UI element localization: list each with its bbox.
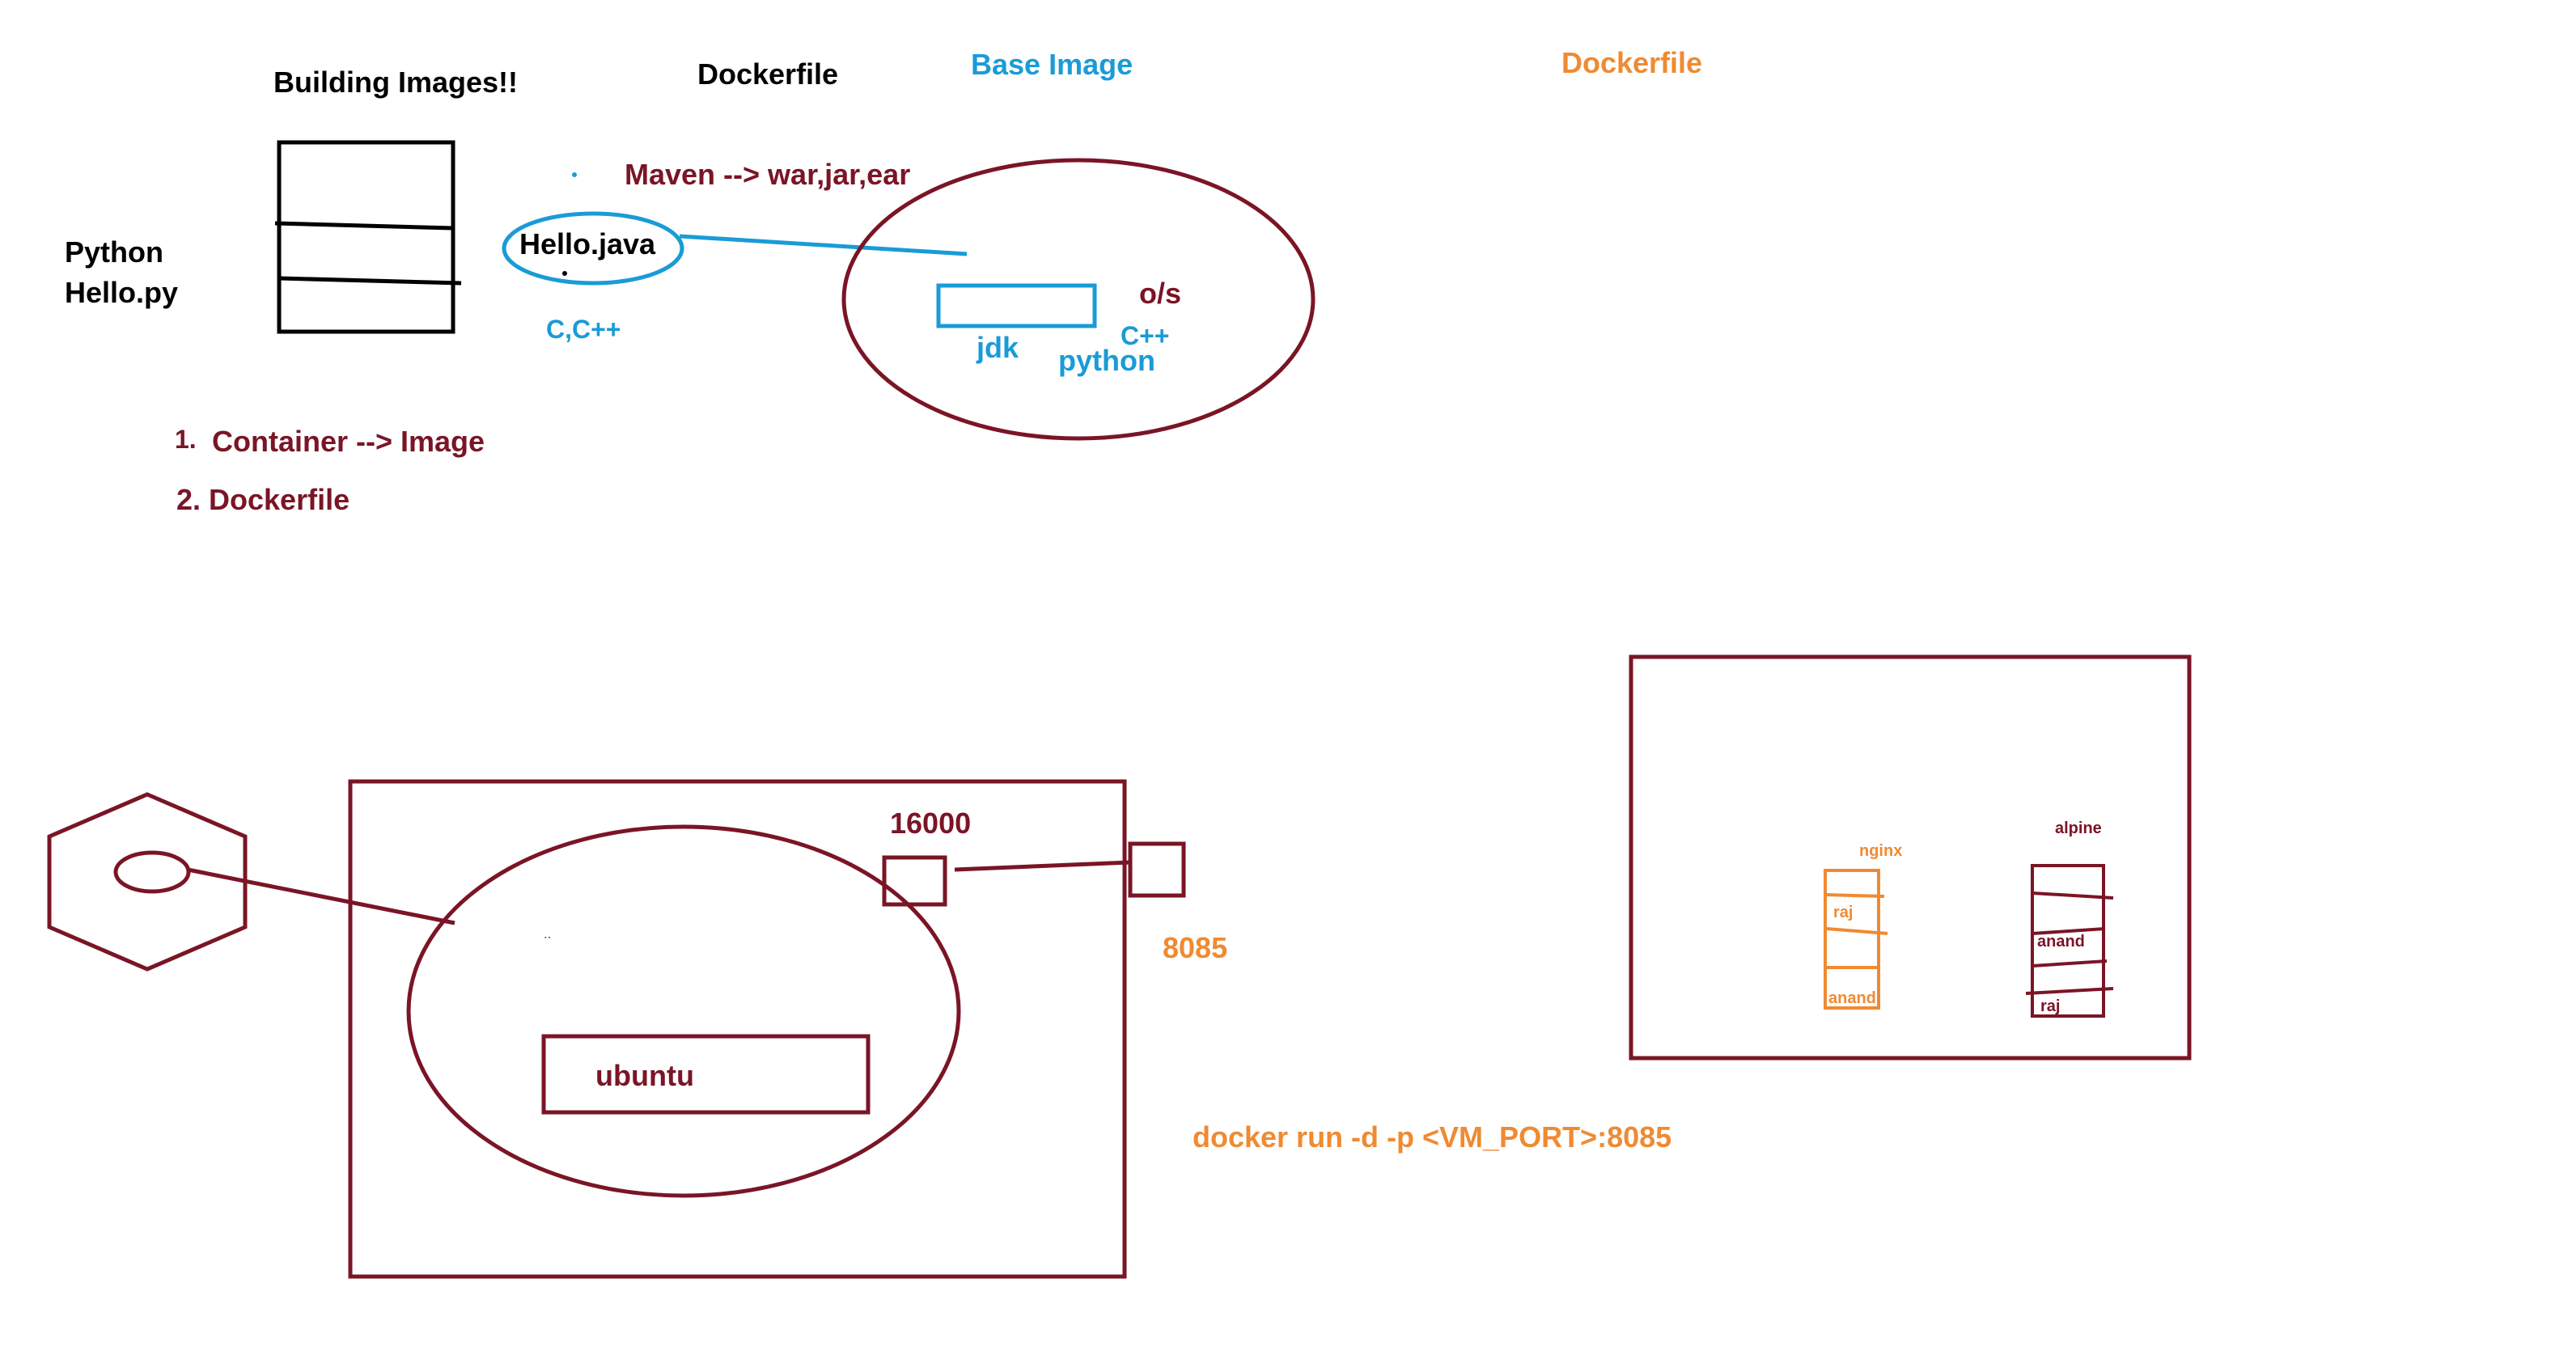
nginx-layer-stack	[1824, 869, 1888, 1010]
hello-java-ellipse	[502, 211, 684, 286]
ubuntu-box	[541, 1034, 871, 1115]
alpine-title: alpine	[2055, 819, 2102, 837]
dockerfile-heading: Dockerfile	[697, 57, 838, 91]
host-port-box	[1128, 841, 1186, 898]
c-cpp-label: C,C++	[546, 315, 621, 344]
nginx-layer-raj: raj	[1833, 904, 1853, 921]
way-2-text: 2. Dockerfile	[176, 483, 350, 516]
python-label: Python	[65, 235, 163, 269]
alpine-layer-stack	[2025, 864, 2114, 1018]
hello-java-label: Hello.java	[519, 227, 656, 260]
hexagon-container-icon	[47, 792, 248, 972]
base-image-ellipse	[841, 158, 1316, 441]
nginx-title: nginx	[1859, 842, 1902, 860]
building-images-title: Building Images!!	[273, 66, 518, 99]
os-label: o/s	[1139, 277, 1181, 310]
container-ellipse	[406, 824, 961, 1198]
way-1-number: 1.	[175, 425, 197, 454]
way-1-text: Container --> Image	[212, 425, 485, 458]
docker-run-command: docker run -d -p <VM_PORT>:8085	[1193, 1120, 1671, 1154]
alpine-layer-raj: raj	[2040, 997, 2060, 1015]
alpine-layer-anand: anand	[2037, 933, 2085, 951]
ubuntu-label: ubuntu	[595, 1059, 694, 1092]
small-dot	[572, 172, 577, 177]
layers-comparison-box	[1629, 654, 2192, 1061]
port-mapping-line	[954, 860, 1131, 872]
jdk-label: jdk	[976, 331, 1019, 364]
cpp-label: C++	[1121, 321, 1169, 350]
dockerfile-orange-heading: Dockerfile	[1561, 46, 1702, 79]
port-8085-label: 8085	[1163, 931, 1227, 964]
nginx-layer-anand: anand	[1828, 989, 1876, 1007]
python-base-label: python	[1058, 344, 1155, 377]
container-port-box	[882, 855, 947, 907]
hello-py-label: Hello.py	[65, 276, 178, 309]
port-16000-label: 16000	[890, 807, 971, 840]
maven-note: Maven --> war,jar,ear	[625, 158, 910, 191]
java-to-base-connector	[679, 234, 968, 256]
hexagon-to-container-connector	[187, 867, 455, 925]
base-image-heading: Base Image	[971, 48, 1133, 81]
image-layers-box	[274, 140, 462, 334]
tiny-mark: ˙˙	[544, 934, 551, 947]
host-vm-box	[348, 779, 1127, 1279]
small-dot-2	[562, 271, 567, 276]
jdk-box	[936, 283, 1097, 328]
